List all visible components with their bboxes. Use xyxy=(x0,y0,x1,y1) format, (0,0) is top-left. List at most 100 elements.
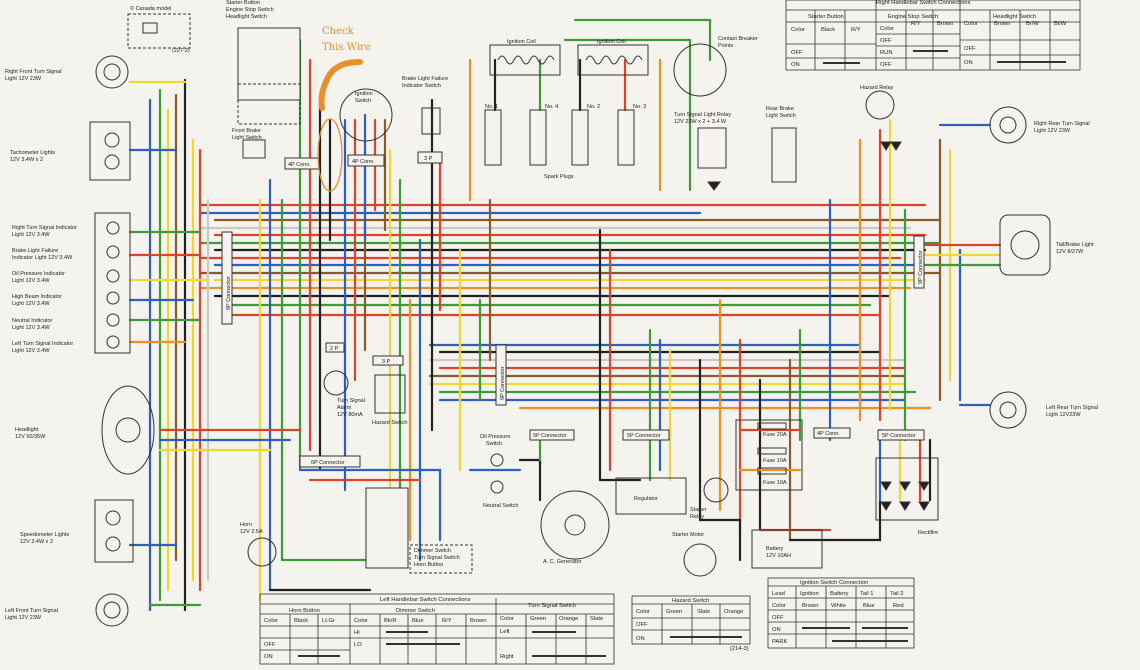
hazard-r1: ON xyxy=(636,636,645,642)
conn-6p-label: 6P Connector xyxy=(311,460,345,466)
spark-plugs xyxy=(484,109,635,166)
connector-2p xyxy=(325,342,345,353)
left-rear-turn-bulb xyxy=(999,401,1017,419)
coil-1-label: Ignition Coil xyxy=(507,39,536,45)
check-wire-annotation xyxy=(317,59,363,192)
plug-3 xyxy=(617,109,635,166)
indicator-panel xyxy=(94,212,131,354)
indicator-label-6a: Left Turn Signal Indicator xyxy=(12,341,73,347)
engine-stop-switch-box xyxy=(237,83,301,125)
contact-breaker xyxy=(673,43,727,97)
headlight-r1: ON xyxy=(964,60,973,66)
indicator-bulb-2 xyxy=(106,245,120,259)
headlight-label-1: Headlight xyxy=(15,427,39,433)
hazard-relay xyxy=(865,90,895,120)
horn-h2: Lt.Gr xyxy=(322,618,335,624)
rf-turn-label-2: Light 12V 23W xyxy=(5,76,42,82)
starter-h1: Black xyxy=(821,27,835,33)
headlight-bulb xyxy=(115,417,141,443)
turn-signal-alarm xyxy=(323,370,349,396)
indicator-label-1b: Light 12V 3.4W xyxy=(12,232,50,238)
fuse-20-label: Fuse 20A xyxy=(763,432,787,438)
starter-motor-label: Starter Motor xyxy=(672,532,704,538)
indicator-bulb-4 xyxy=(106,291,120,305)
turn-r0: Left xyxy=(500,629,510,635)
relay-diode xyxy=(707,181,721,191)
ign-h0: Lead xyxy=(772,591,785,597)
horn-label-1: Horn xyxy=(240,522,252,528)
hazard-code: (214-3) xyxy=(730,646,749,652)
indicator-label-3a: Oil Pressure Indicator xyxy=(12,271,65,277)
generator-label: A. C. Generator xyxy=(543,559,582,565)
speedo-bulb-1 xyxy=(105,510,121,526)
starter-h2: R/Y xyxy=(851,27,861,33)
indicator-label-2a: Brake Light Failure xyxy=(12,248,58,254)
breaker-label-2: Points xyxy=(718,43,734,49)
conn-4p-2-label: 4P Conn. xyxy=(352,159,375,165)
connector-4p-1 xyxy=(284,157,320,170)
fuse-10a-2 xyxy=(757,467,787,475)
regulator xyxy=(615,477,687,515)
rectifier-diode-5 xyxy=(899,501,911,511)
starter-r1: ON xyxy=(791,62,800,68)
plug-2-label: No. 2 xyxy=(587,104,600,110)
right-handlebar-table-labels: Right Handlebar Switch Connections Start… xyxy=(791,0,1067,68)
indicator-bulbs xyxy=(106,221,120,349)
plug-1-label: No. 1 xyxy=(485,104,498,110)
hazard-switch-label: Hazard Switch xyxy=(372,420,407,426)
ac-generator xyxy=(540,490,610,560)
dimmer-r1: LO xyxy=(354,642,362,648)
ignition-table-labels: Ignition Switch Connection Lead Ignition… xyxy=(772,580,904,645)
oil-pressure-label-1: Oil Pressure xyxy=(480,434,510,440)
right-handlebar-switch xyxy=(237,27,301,101)
hazard-h2: Slate xyxy=(697,609,710,615)
indicator-label-4a: High Beam Indicator xyxy=(12,294,62,300)
ignition-switch-body xyxy=(339,88,393,142)
plug-4 xyxy=(529,109,547,166)
conn-9p-left-label: 9P Connector xyxy=(226,276,232,310)
horn-h1: Black xyxy=(294,618,308,624)
ign-r1: ON xyxy=(772,627,781,633)
turn-h3: Slate xyxy=(590,616,603,622)
engine-r0: OFF xyxy=(880,38,892,44)
lh-table-title: Left Handlebar Switch Connections xyxy=(380,597,471,603)
tach-bulb-2 xyxy=(104,154,120,170)
canada-model-box xyxy=(127,13,191,49)
fuse-10b-label: Fuse 10A xyxy=(763,480,787,486)
connector-9p-right xyxy=(913,235,925,289)
conn-4p-1-label: 4P Conn. xyxy=(288,162,311,168)
right-front-turn-lamp xyxy=(95,55,129,89)
dimmer-h3: R/Y xyxy=(442,618,452,624)
regulator-label: Regulator xyxy=(634,496,658,502)
starter-r0: OFF xyxy=(791,50,803,56)
tail-brake-bulb xyxy=(1010,230,1040,260)
rh-switch-label-2: Engine Stop Switch xyxy=(226,7,274,13)
turn-relay-label-1: Turn Signal Light Relay xyxy=(674,112,731,118)
rh-switch-label-1: Starter Button xyxy=(226,0,260,6)
connector-4p-2 xyxy=(347,154,385,167)
ign-c4: Red xyxy=(893,603,904,609)
rectifier-label: Rectifire xyxy=(918,530,938,536)
rr-turn-label-1: Right Rear Turn Signal xyxy=(1034,121,1090,127)
rectifier-diode-4 xyxy=(880,501,892,511)
ignition-coil-2 xyxy=(577,44,649,76)
dimmer-h0: Color xyxy=(354,618,368,624)
engine-h2: Brown xyxy=(937,21,953,27)
dimmer-h4: Brown xyxy=(470,618,486,624)
ign-h2: Battery xyxy=(830,591,848,597)
brake-fail-label-2: Indicator Switch xyxy=(402,83,441,89)
brake-fail-label-1: Brake Light Failure xyxy=(402,76,448,82)
plug-3-label: No. 3 xyxy=(633,104,646,110)
speedo-label-2: 12V 3.4W x 2 xyxy=(20,539,53,545)
ignition-table xyxy=(767,577,915,649)
dimmer-box xyxy=(409,544,473,574)
hazard-diode-1 xyxy=(880,141,892,151)
hazard-r0: OFF xyxy=(636,622,648,628)
conn-5p-3-label: 5P Connector xyxy=(882,433,916,439)
right-rear-turn-bulb xyxy=(999,116,1017,134)
connector-5p-3 xyxy=(877,429,925,441)
ign-h1: Ignition xyxy=(800,591,819,597)
hazard-table xyxy=(631,595,751,645)
starter-relay-label-1: Starter xyxy=(690,507,707,513)
plug-1 xyxy=(484,109,502,166)
